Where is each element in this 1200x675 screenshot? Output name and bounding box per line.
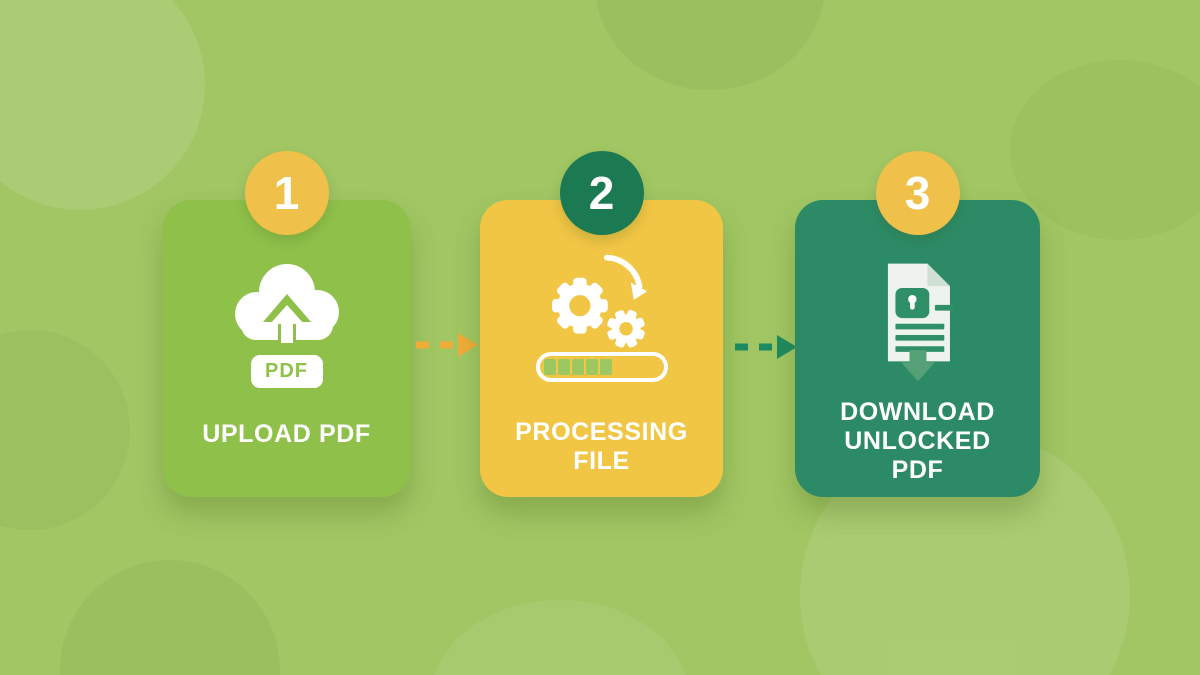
arrow-step1-to-step2-icon [416, 333, 478, 357]
step-3-label: DOWNLOAD UNLOCKED PDF [840, 398, 995, 484]
cloud-upload-icon [234, 264, 339, 348]
arrow-step2-to-step3-icon [735, 335, 797, 359]
background-blob [1010, 60, 1200, 240]
processing-gears-icon [551, 254, 647, 348]
step-2-number: 2 [588, 167, 615, 219]
progress-segment [571, 359, 584, 375]
step-3-number-badge: 3 [875, 151, 960, 235]
background-blob [0, 0, 205, 210]
step-1-number-badge: 1 [244, 151, 329, 235]
step-2-label: PROCESSING FILE [515, 418, 688, 475]
step-3-card: 3 DOWNLOAD UNLOCKED PDF [795, 151, 1040, 497]
step-1-label: UPLOAD PDF [202, 420, 371, 448]
background-blob [0, 330, 130, 530]
progress-segment [557, 359, 570, 375]
pdf-file-tag: PDF [250, 355, 323, 388]
background-blob [60, 560, 280, 675]
step-2-card: 2 [480, 151, 723, 497]
step-1-number: 1 [273, 167, 300, 219]
background-blob [430, 600, 690, 675]
progress-bar [535, 352, 668, 382]
unlocked-document-download-icon [887, 263, 954, 382]
progress-segment [585, 359, 598, 375]
background-blob [595, 0, 825, 90]
progress-segment [543, 359, 556, 375]
step-3-number: 3 [904, 167, 931, 219]
pdf-tag-label: PDF [265, 360, 308, 382]
step-1-card: 1 PDF UPLOAD PDF [163, 151, 410, 497]
step-2-number-badge: 2 [559, 151, 644, 235]
progress-segment [599, 359, 612, 375]
